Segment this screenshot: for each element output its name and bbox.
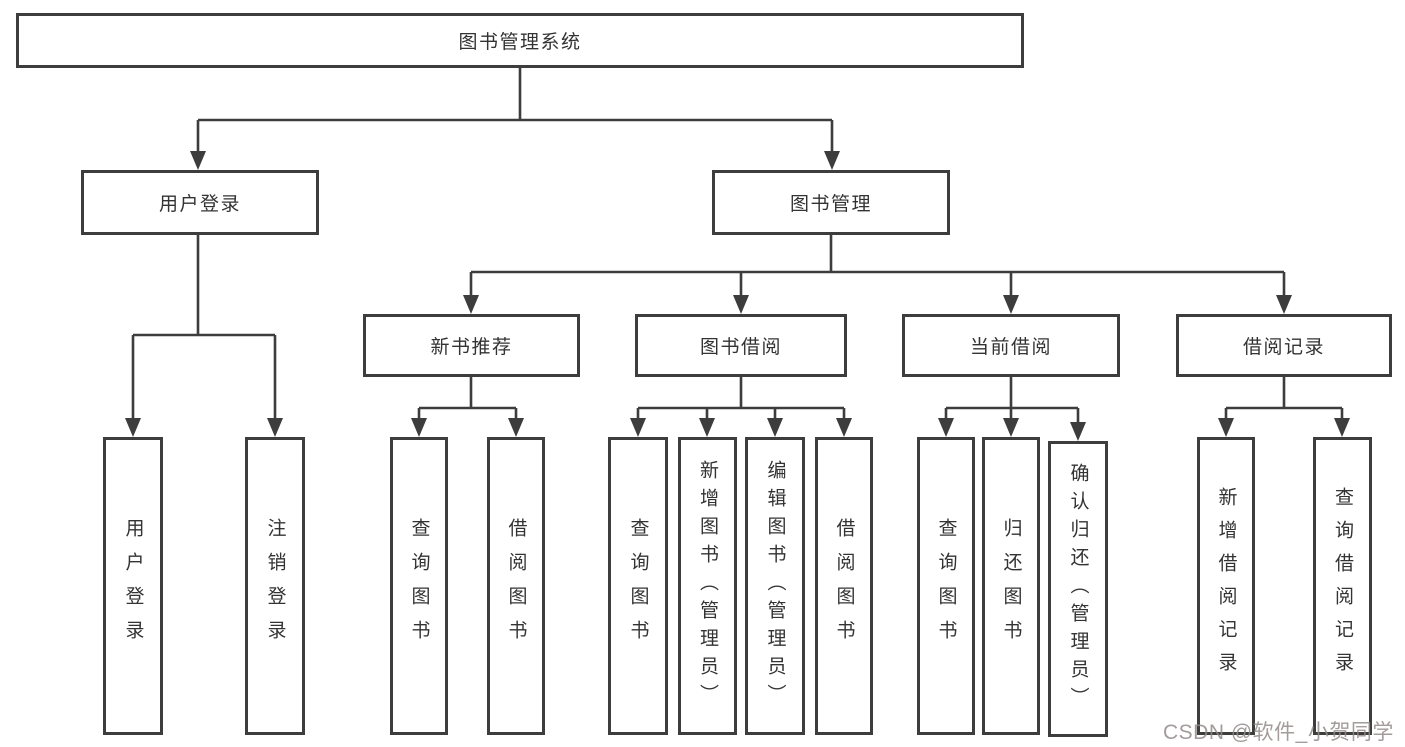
leaf-label: 归还图书 (1000, 518, 1022, 654)
connector-userlogin-to-leaves (125, 235, 283, 437)
leaf-current-confirm-return-admin: 确认归还（管理员） (1048, 441, 1108, 737)
leaf-newbooks-query-books: 查询图书 (390, 437, 448, 735)
node-current-borrowing: 当前借阅 (902, 314, 1120, 377)
node-new-book-recommendation: 新书推荐 (363, 314, 580, 377)
leaf-label: 注销登录 (264, 518, 286, 654)
leaf-borrow-edit-books-admin: 编辑图书（管理员） (745, 437, 805, 735)
leaf-label: 新增借阅记录 (1215, 487, 1237, 685)
leaf-current-return-books: 归还图书 (982, 437, 1040, 735)
connector-bookborrow-to-leaves (630, 377, 852, 437)
node-label: 用户登录 (158, 194, 241, 215)
connector-root-to-level2 (190, 68, 840, 170)
leaf-label: 查询图书 (627, 518, 649, 654)
node-library-management-system: 图书管理系统 (16, 13, 1024, 68)
node-label: 借阅记录 (1242, 337, 1325, 358)
node-label: 图书管理 (789, 194, 872, 215)
leaf-current-query-books: 查询图书 (917, 437, 975, 735)
leaf-newbooks-borrow-books: 借阅图书 (487, 437, 545, 735)
leaf-records-add-record: 新增借阅记录 (1197, 437, 1255, 735)
node-book-borrowing: 图书借阅 (635, 314, 847, 377)
node-label: 当前借阅 (969, 337, 1052, 358)
node-label: 新书推荐 (430, 337, 513, 358)
node-label: 图书管理系统 (458, 32, 582, 53)
node-borrowing-records: 借阅记录 (1176, 314, 1392, 377)
node-label: 图书借阅 (699, 337, 782, 358)
connector-records-to-leaves (1218, 377, 1350, 437)
leaf-label: 查询图书 (935, 518, 957, 654)
leaf-label: 用户登录 (122, 518, 144, 654)
leaf-label: 借阅图书 (833, 518, 855, 654)
leaf-label: 新增图书（管理员） (697, 460, 718, 712)
connector-bookmgmt-to-level3 (463, 235, 1292, 314)
leaf-borrow-borrow-books: 借阅图书 (815, 437, 873, 735)
leaf-borrow-add-books-admin: 新增图书（管理员） (678, 437, 737, 735)
leaf-label: 编辑图书（管理员） (764, 460, 786, 712)
connector-newbooks-to-leaves (411, 377, 524, 437)
leaf-user-login: 用户登录 (103, 437, 163, 735)
node-user-login: 用户登录 (81, 170, 319, 235)
leaf-label: 查询图书 (408, 518, 430, 654)
leaf-logout: 注销登录 (245, 437, 305, 735)
leaf-label: 确认归还（管理员） (1067, 463, 1089, 715)
leaf-records-query-record: 查询借阅记录 (1313, 437, 1372, 735)
csdn-watermark: CSDN @软件_小贺同学 (1163, 721, 1394, 744)
connector-currentborrow-to-leaves (938, 377, 1086, 441)
leaf-label: 查询借阅记录 (1332, 487, 1353, 685)
leaf-label: 借阅图书 (505, 518, 527, 654)
leaf-borrow-query-books: 查询图书 (608, 437, 668, 735)
node-book-management: 图书管理 (712, 170, 950, 235)
